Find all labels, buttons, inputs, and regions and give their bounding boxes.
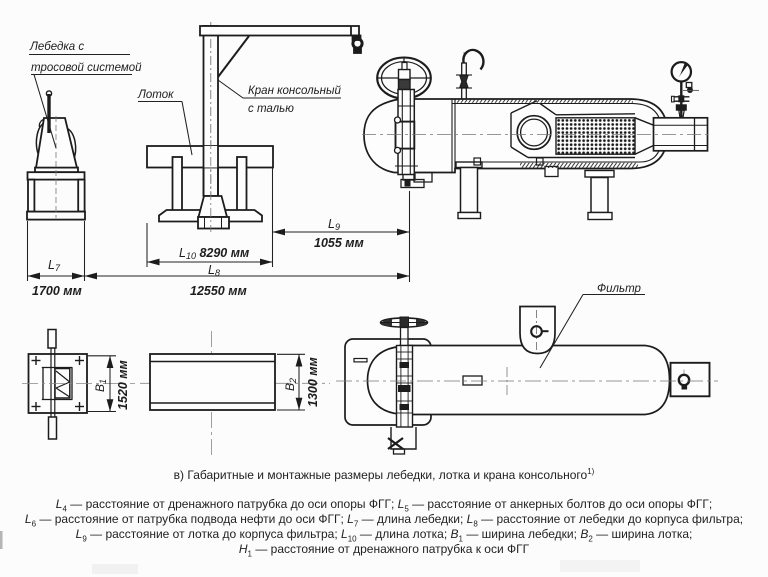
svg-text:Лебедка с: Лебедка с [29, 41, 84, 53]
svg-text:L10 8290 мм: L10 8290 мм [179, 246, 249, 261]
svg-text:Фильтр: Фильтр [597, 283, 642, 295]
svg-text:тросовой системой: тросовой системой [31, 62, 142, 74]
svg-text:L8: L8 [208, 263, 220, 278]
svg-text:Кран консольный: Кран консольный [248, 85, 341, 97]
svg-text:B2: B2 [283, 378, 298, 391]
svg-text:1300 мм: 1300 мм [306, 357, 320, 407]
svg-text:L7: L7 [48, 258, 61, 273]
svg-text:1700 мм: 1700 мм [32, 284, 82, 298]
svg-text:B1: B1 [93, 379, 108, 392]
svg-text:1520 мм: 1520 мм [116, 360, 130, 410]
svg-text:1055 мм: 1055 мм [314, 236, 364, 250]
svg-text:Лоток: Лоток [137, 89, 174, 101]
svg-text:с талью: с талью [248, 103, 294, 115]
svg-text:12550 мм: 12550 мм [190, 284, 247, 298]
svg-text:L9: L9 [328, 217, 340, 232]
